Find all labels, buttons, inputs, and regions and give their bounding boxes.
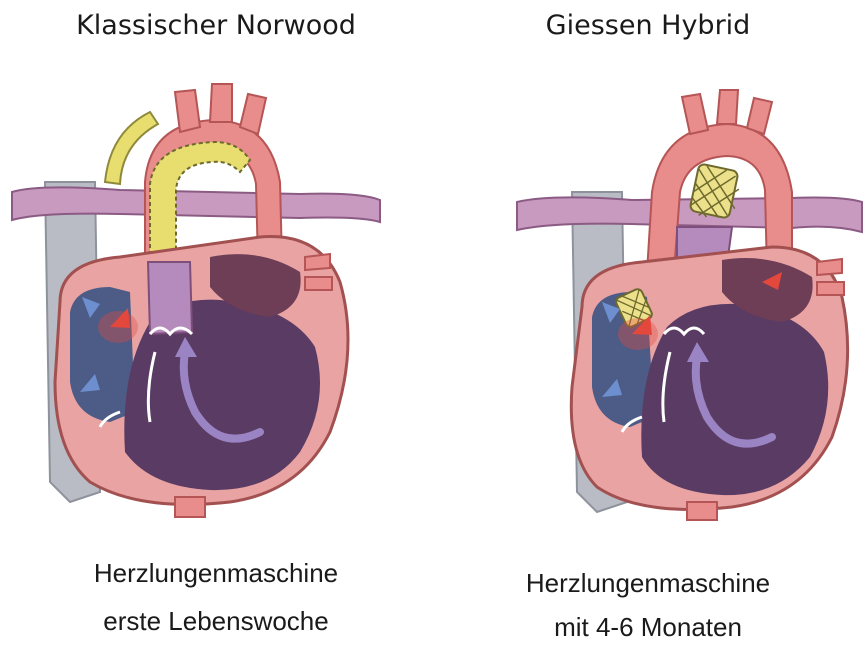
heart-illustration-hybrid: [432, 72, 864, 532]
caption-left-line2: erste Lebenswoche: [0, 606, 432, 637]
title-klassischer-norwood: Klassischer Norwood: [0, 10, 432, 41]
single-ventricle: [641, 304, 828, 495]
title-giessen-hybrid: Giessen Hybrid: [432, 10, 864, 41]
caption-right-line2: mit 4-6 Monaten: [432, 612, 864, 643]
caption-right-line1: Herzlungenmaschine: [432, 568, 864, 599]
caption-left-line1: Herzlungenmaschine: [0, 558, 432, 589]
right-atrium: [70, 287, 135, 422]
heart-illustration-norwood: [0, 72, 432, 532]
